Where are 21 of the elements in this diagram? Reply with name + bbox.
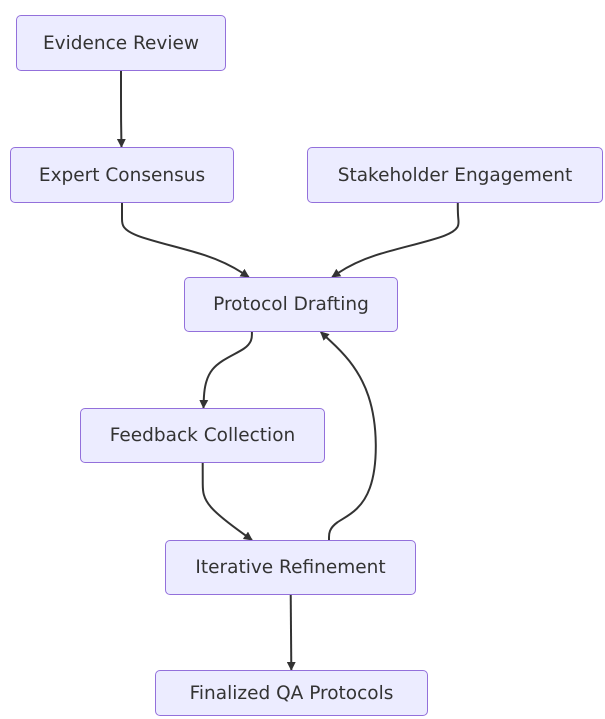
node-label: Expert Consensus	[38, 164, 206, 186]
arrow	[331, 203, 460, 278]
process-box	[307, 147, 603, 203]
arrow	[202, 463, 253, 541]
process-box	[155, 670, 428, 716]
arrow	[320, 331, 377, 540]
process-box	[165, 540, 416, 595]
process-box	[10, 147, 234, 203]
node-label: Stakeholder Engagement	[338, 164, 572, 186]
node-label: Evidence Review	[42, 32, 200, 54]
node-label: Feedback Collection	[110, 425, 296, 446]
arrow	[286, 595, 296, 671]
node-label: Protocol Drafting	[213, 294, 369, 315]
arrow	[116, 71, 126, 148]
arrow	[199, 332, 253, 409]
node-label: Iterative Refinement	[195, 557, 386, 578]
process-box	[16, 15, 226, 71]
process-box	[184, 277, 398, 332]
process-box	[80, 408, 325, 463]
node-label: Finalized QA Protocols	[190, 682, 394, 704]
arrow	[121, 203, 250, 278]
